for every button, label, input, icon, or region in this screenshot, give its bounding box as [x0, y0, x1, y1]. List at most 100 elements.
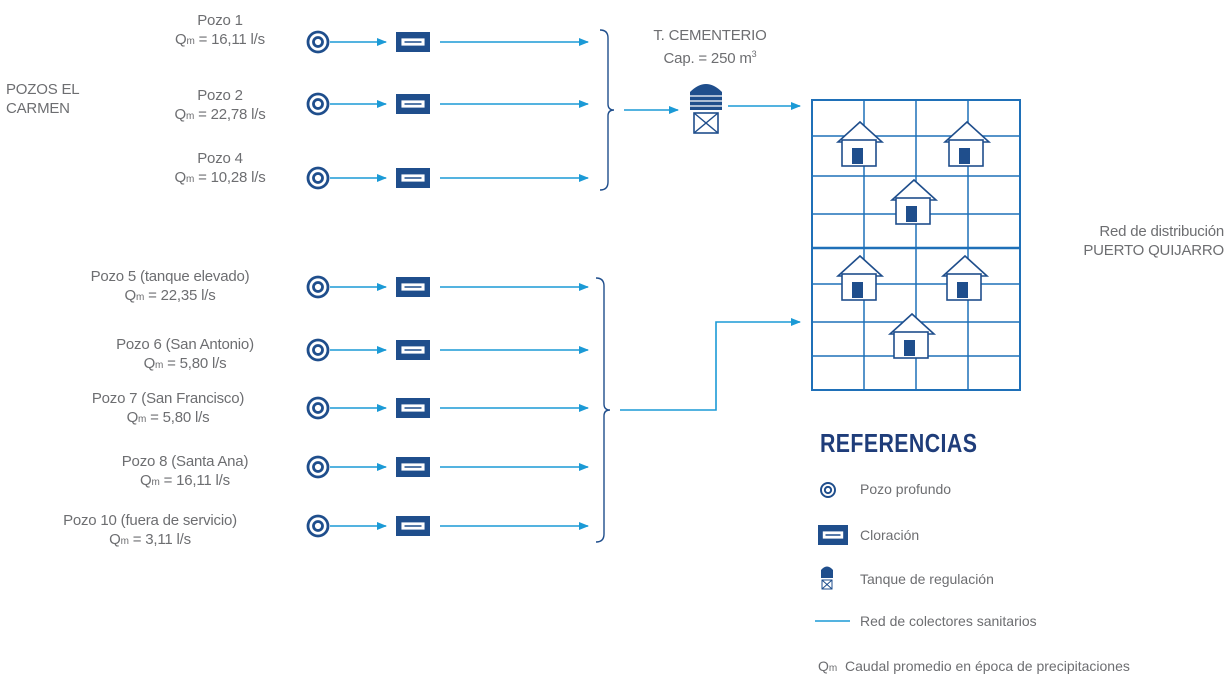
chlorination-icon-g2-1 — [396, 340, 430, 360]
flow-value: = 22,35 l/s — [148, 287, 216, 304]
qm-symbol: Q — [143, 355, 156, 372]
well-name: Pozo 2 — [197, 87, 243, 104]
network-label-line2: PUERTO QUIJARRO — [1083, 242, 1224, 259]
qm-symbol: Q — [175, 31, 187, 48]
well-name: Pozo 5 (tanque elevado) — [90, 268, 250, 285]
network-label-line1: Red de distribución — [1099, 223, 1224, 240]
house-roof — [942, 120, 992, 143]
house-roof — [887, 312, 937, 335]
legend-chlorination-icon — [818, 525, 848, 545]
well-inner-ring — [312, 36, 324, 48]
brace-group-1 — [599, 29, 615, 191]
legend-text-chlorination: Cloración — [860, 527, 920, 543]
tank-capacity-unit-sup: 3 — [751, 49, 757, 59]
flow-value: = 22,78 l/s — [198, 106, 266, 123]
chlorination-icon-g1-2 — [396, 168, 430, 188]
well-icon-g1-1 — [306, 92, 330, 116]
qm-symbol: Q — [109, 531, 121, 548]
qm-subscript: m — [186, 36, 195, 47]
tank-support-cross-2 — [693, 112, 719, 134]
chlorination-icon-g1-0 — [396, 32, 430, 52]
well-flow: Qm = 5,80 l/s — [95, 354, 275, 375]
well-icon-g2-0 — [306, 275, 330, 299]
well-outer-ring — [306, 166, 330, 190]
flow-value: = 3,11 l/s — [132, 531, 191, 548]
legend-text-tank: Tanque de regulación — [860, 571, 994, 587]
legend-qm-symbol: Q — [818, 658, 829, 674]
legend-qm: Qm Caudal promedio en época de precipita… — [818, 658, 1130, 674]
qm-subscript: m — [138, 414, 147, 425]
legend-title: REFERENCIAS — [820, 428, 978, 458]
flow-arrow-to-network-south — [620, 318, 801, 411]
well-label-pozo-7: Pozo 7 (San Francisco) Qm = 5,80 l/s — [78, 389, 258, 429]
well-label-pozo-1: Pozo 1 Qm = 16,11 l/s — [140, 11, 300, 51]
tank-capacity-value: Cap. = 250 m — [663, 50, 752, 67]
house-door — [852, 148, 863, 164]
well-outer-ring — [306, 396, 330, 420]
legend-text-well: Pozo profundo — [860, 481, 952, 497]
well-inner-ring — [312, 344, 324, 356]
flow-value: = 5,80 l/s — [167, 355, 227, 372]
qm-subscript: m — [185, 111, 195, 122]
chlorination-icon-g1-1 — [396, 94, 430, 114]
legend-well-icon — [820, 482, 836, 498]
qm-subscript: m — [185, 174, 195, 185]
house-icon-4 — [835, 254, 885, 301]
qm-subscript: m — [135, 292, 145, 303]
well-icon-g2-2 — [306, 396, 330, 420]
qm-symbol: Q — [126, 409, 139, 426]
tank-capacity: Cap. = 250 m3 — [620, 45, 800, 68]
well-label-pozo-10: Pozo 10 (fuera de servicio) Qm = 3,11 l/… — [40, 511, 260, 551]
chlorination-icon-g2-3 — [396, 457, 430, 477]
house-roof — [835, 254, 885, 277]
well-inner-ring — [823, 485, 833, 495]
well-outer-ring — [306, 514, 330, 538]
well-outer-ring — [306, 30, 330, 54]
house-roof — [889, 178, 939, 201]
well-icon-g1-0 — [306, 30, 330, 54]
well-flow: Qm = 10,28 l/s — [140, 168, 300, 189]
house-door — [959, 148, 970, 164]
well-label-pozo-8: Pozo 8 (Santa Ana) Qm = 16,11 l/s — [100, 452, 270, 492]
well-flow: Qm = 16,11 l/s — [100, 471, 270, 492]
well-icon-g1-2 — [306, 166, 330, 190]
flow-value: = 5,80 l/s — [150, 409, 210, 426]
well-name: Pozo 10 (fuera de servicio) — [63, 512, 237, 529]
house-icon-2 — [942, 120, 992, 167]
well-name: Pozo 4 — [197, 150, 243, 167]
well-icon-g2-4 — [306, 514, 330, 538]
well-label-pozo-2: Pozo 2 Qm = 22,78 l/s — [140, 86, 300, 126]
chlorination-icon-g2-4 — [396, 516, 430, 536]
house-icon-1 — [835, 120, 885, 167]
well-inner-ring — [312, 402, 324, 414]
legend-qm-subscript: m — [828, 663, 838, 674]
legend-text-qm: Caudal promedio en época de precipitacio… — [845, 658, 1130, 674]
well-icon-g2-3 — [306, 455, 330, 479]
well-label-pozo-5: Pozo 5 (tanque elevado) Qm = 22,35 l/s — [70, 267, 270, 307]
well-name: Pozo 1 — [197, 12, 243, 29]
house-roof — [940, 254, 990, 277]
flow-value: = 16,11 l/s — [198, 31, 266, 48]
qm-symbol: Q — [174, 106, 186, 123]
tank-support — [693, 112, 719, 134]
well-flow: Qm = 3,11 l/s — [40, 530, 260, 551]
house-icon-5 — [940, 254, 990, 301]
well-flow: Qm = 5,80 l/s — [78, 408, 258, 429]
tank-dome — [690, 84, 722, 92]
legend-tank-cross-2 — [821, 579, 833, 590]
well-outer-ring — [306, 275, 330, 299]
qm-subscript: m — [120, 536, 129, 547]
well-label-pozo-4: Pozo 4 Qm = 10,28 l/s — [140, 149, 300, 189]
qm-subscript: m — [151, 477, 160, 488]
well-flow: Qm = 22,35 l/s — [70, 286, 270, 307]
group-label-pozos-el-carmen: POZOS EL CARMEN — [6, 81, 80, 117]
well-inner-ring — [312, 98, 324, 110]
qm-symbol: Q — [124, 287, 136, 304]
well-flow: Qm = 16,11 l/s — [140, 30, 300, 51]
well-label-pozo-6: Pozo 6 (San Antonio) Qm = 5,80 l/s — [95, 335, 275, 375]
legend-tank-support — [821, 579, 833, 590]
chlorination-icon-g2-2 — [396, 398, 430, 418]
tank-label: T. CEMENTERIO Cap. = 250 m3 — [620, 26, 800, 68]
